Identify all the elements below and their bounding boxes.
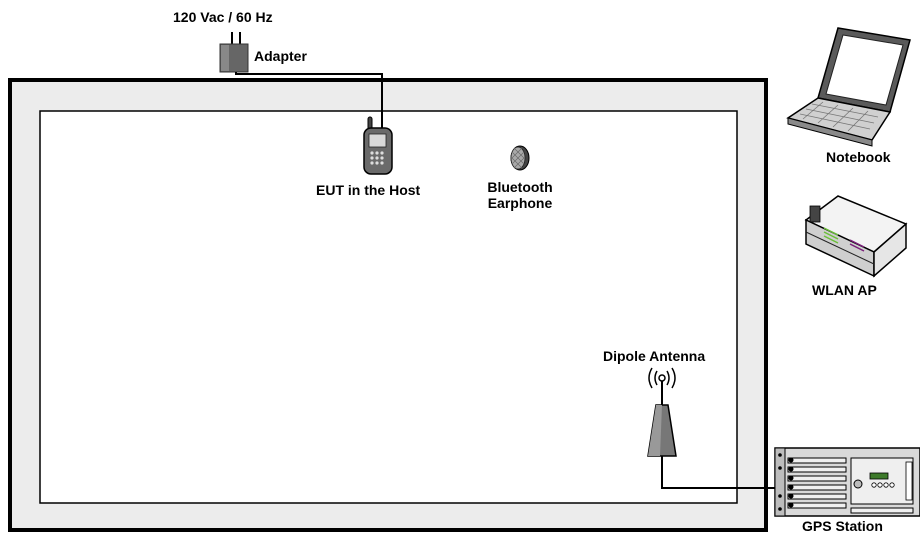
chamber-inner-area [39,110,738,504]
adapter-icon [219,43,249,73]
wlan-ap-label: WLAN AP [812,282,877,298]
earphone-label-line2: Earphone [487,195,553,211]
earphone-label-line1: Bluetooth [487,179,553,195]
earphone-icon [510,145,530,171]
antenna-icon [647,367,677,457]
plug-icon [231,32,241,45]
phone-icon [363,116,393,175]
gps-station-icon [774,447,920,517]
power-cable [235,72,383,135]
notebook-label: Notebook [826,149,891,165]
earphone-label: Bluetooth Earphone [478,179,562,211]
eut-label: EUT in the Host [316,182,421,198]
gps-station-label: GPS Station [802,518,883,534]
router-icon [804,195,908,278]
adapter-label: Adapter [254,48,307,64]
laptop-icon [786,27,911,147]
power-label: 120 Vac / 60 Hz [173,9,273,25]
dipole-antenna-label: Dipole Antenna [603,348,706,364]
